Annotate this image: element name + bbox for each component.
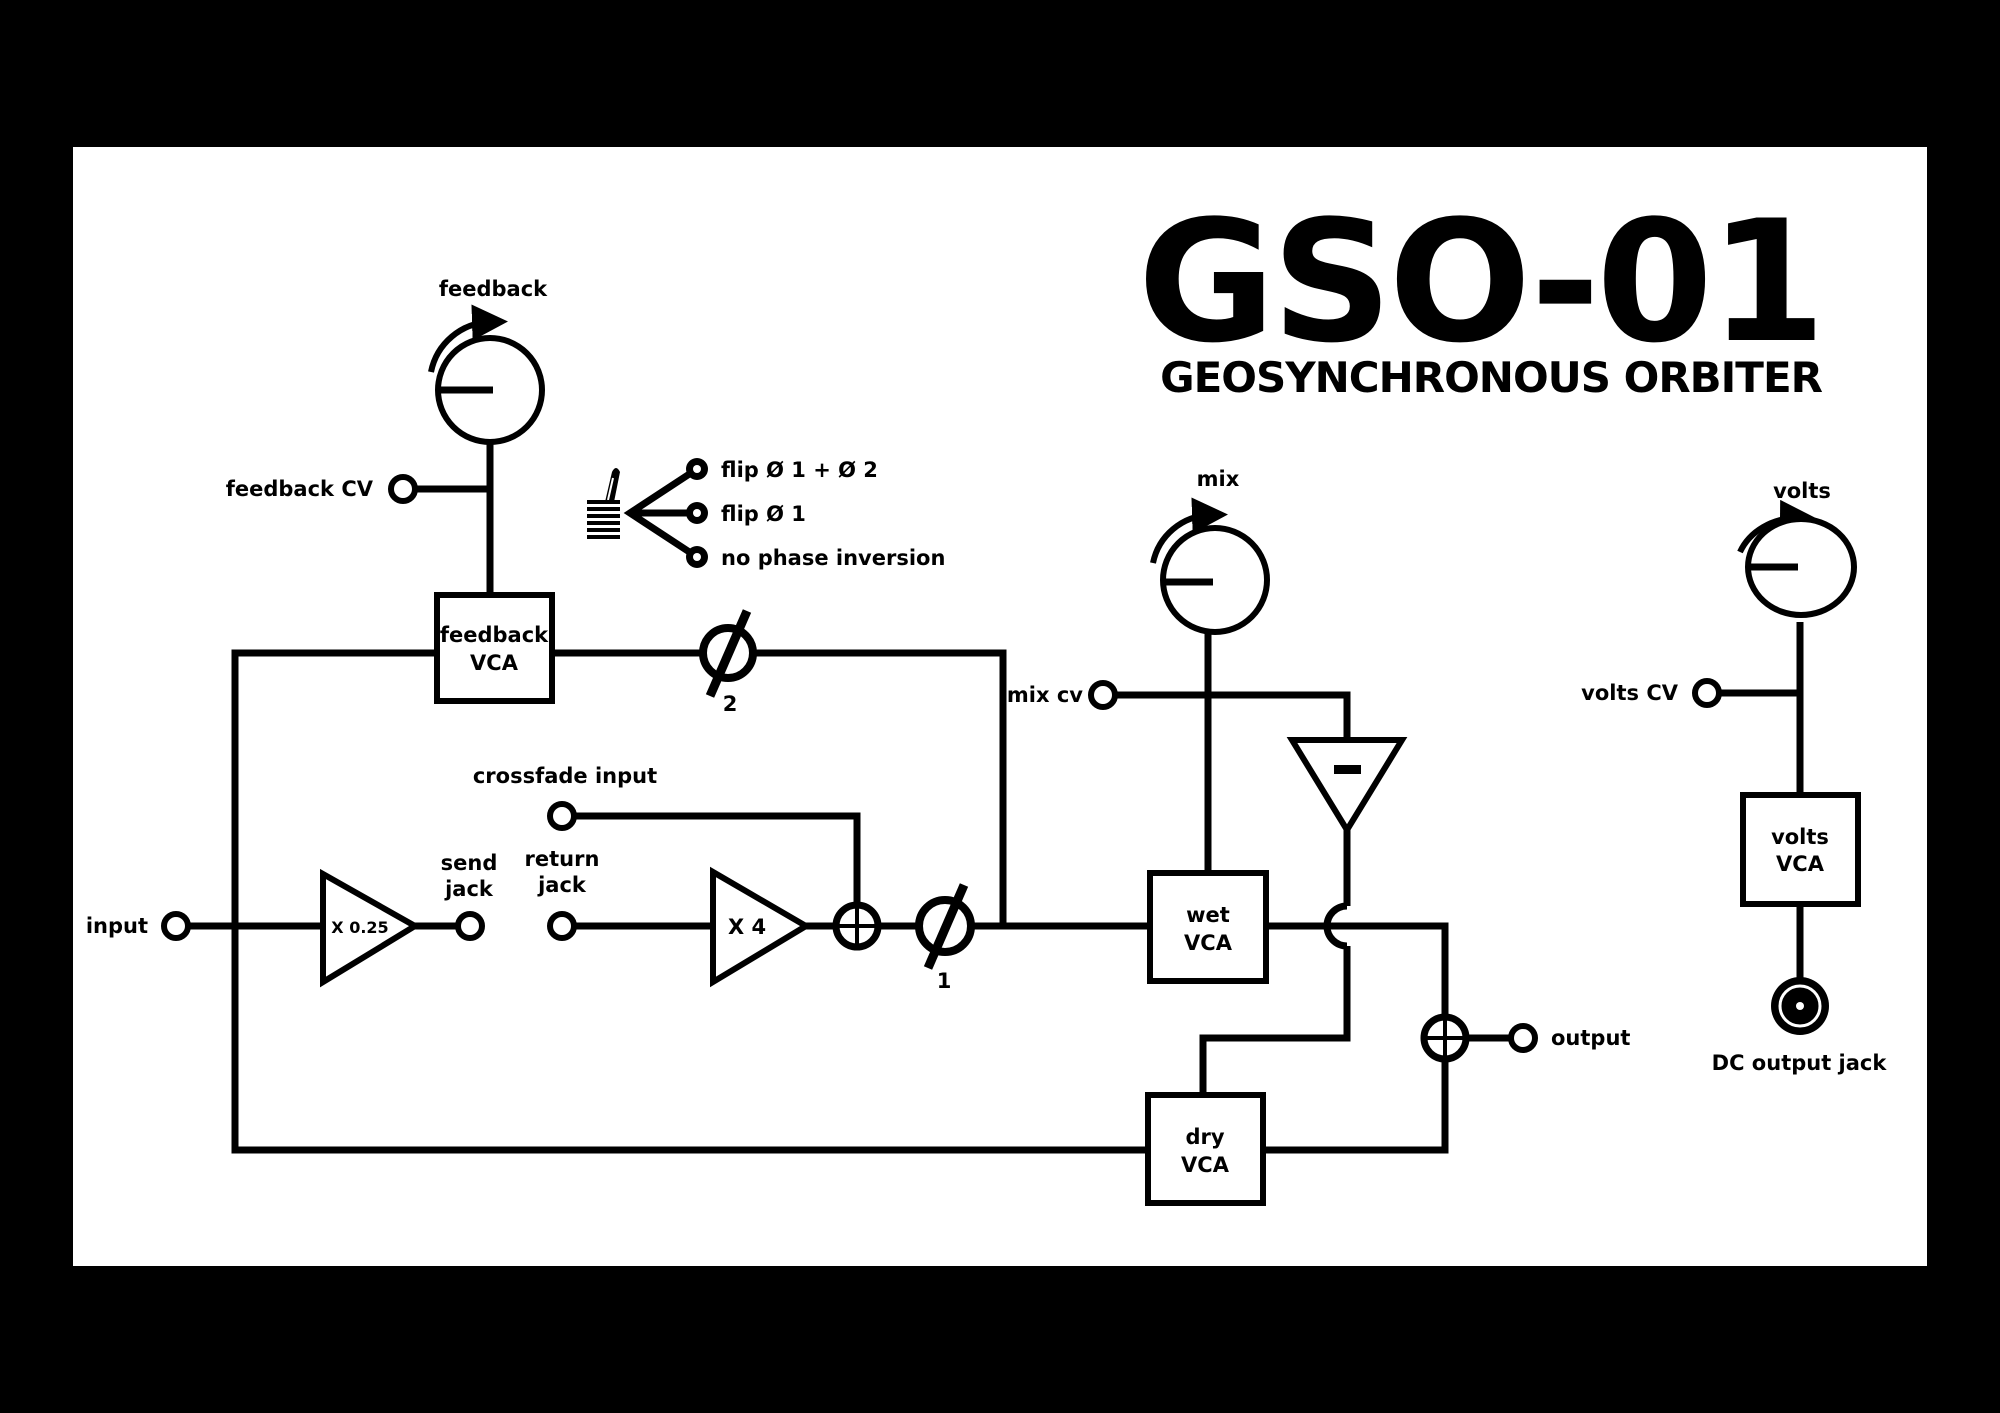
jack-icon[interactable] (161, 911, 191, 941)
input-jack[interactable]: input (86, 911, 191, 941)
send-jack-label: send (441, 851, 498, 875)
phi2-label: 2 (723, 692, 738, 716)
feedback-knob[interactable]: feedback (428, 277, 548, 445)
input-label: input (86, 914, 148, 938)
wet-vca-label: wet (1186, 903, 1230, 927)
switch-option-label: no phase inversion (721, 546, 945, 570)
send-jack-label: jack (444, 877, 494, 901)
return-jack-label: return (525, 847, 600, 871)
switch-option[interactable]: no phase inversion (686, 546, 945, 570)
wet-vca: wet VCA (1147, 870, 1269, 984)
mix-cv-label: mix cv (1007, 683, 1083, 707)
jack-icon[interactable] (388, 474, 418, 504)
phi1-label: 1 (937, 969, 952, 993)
send-jack[interactable]: send jack (441, 851, 498, 941)
crossfade-input-jack[interactable]: crossfade input (473, 764, 657, 831)
wire-dry-path (231, 649, 1148, 1154)
crossfade-input-label: crossfade input (473, 764, 657, 788)
minus-icon (1334, 765, 1361, 774)
switch-option[interactable]: flip Ø 1 (686, 502, 806, 526)
feedback-vca: feedback VCA (434, 592, 555, 704)
rotation-arrow-icon (428, 304, 508, 373)
feedback-vca-label: feedback (440, 623, 549, 647)
return-jack[interactable]: return jack (525, 847, 600, 941)
jack-icon[interactable] (1508, 1023, 1538, 1053)
inverting-amplifier (1286, 737, 1408, 836)
dry-vca: dry VCA (1145, 1092, 1266, 1206)
wet-vca-label: VCA (1184, 931, 1233, 955)
volts-knob[interactable]: volts (1737, 479, 1857, 618)
dry-vca-label: VCA (1181, 1153, 1230, 1177)
volts-knob-label: volts (1773, 479, 1831, 503)
feedback-cv-jack[interactable]: feedback CV (226, 474, 418, 504)
send-gain-label: X 0.25 (331, 918, 388, 937)
wire-wet-out (1266, 922, 1449, 1016)
feedback-cv-label: feedback CV (226, 477, 374, 501)
output-label: output (1551, 1026, 1630, 1050)
toggle-switch-icon[interactable] (587, 468, 620, 539)
output-jack[interactable]: output (1508, 1023, 1630, 1053)
knob-icon[interactable] (1745, 516, 1857, 618)
volts-cv-label: volts CV (1581, 681, 1679, 705)
wire-phi2-to-main (753, 649, 1007, 926)
jack-icon[interactable] (455, 911, 485, 941)
return-jack-label: jack (537, 873, 587, 897)
send-amplifier: X 0.25 (320, 868, 421, 988)
wire-mix-cv (1114, 691, 1351, 740)
phi-slash-icon (923, 883, 969, 970)
volts-vca-label: VCA (1776, 852, 1825, 876)
jack-icon[interactable] (1692, 678, 1722, 708)
output-summing-junction (1420, 1013, 1470, 1063)
jack-icon[interactable] (547, 911, 577, 941)
module-subtitle: GEOSYNCHRONOUS ORBITER (1160, 353, 1823, 402)
feedback-knob-label: feedback (439, 277, 548, 301)
dry-vca-label: dry (1185, 1125, 1224, 1149)
wire-inverter-to-dry (1199, 946, 1351, 1095)
wire-crossfade (573, 812, 861, 904)
rotation-arrow-icon (1150, 497, 1228, 564)
jack-icon[interactable] (1088, 680, 1118, 710)
volts-cv-jack[interactable]: volts CV (1581, 678, 1722, 708)
switch-option-label: flip Ø 1 (721, 502, 806, 526)
volts-vca: volts VCA (1740, 792, 1861, 907)
phase-inverter-1: 1 (915, 883, 975, 993)
jack-icon[interactable] (547, 801, 577, 831)
dc-output-jack[interactable]: DC output jack (1712, 977, 1888, 1075)
wire-dry-out (1263, 1060, 1449, 1154)
mix-knob[interactable]: mix (1150, 467, 1270, 635)
return-amplifier: X 4 (710, 866, 812, 988)
phi-slash-icon (705, 609, 752, 698)
summing-junction (832, 901, 882, 951)
volts-vca-label: volts (1771, 825, 1829, 849)
feedback-vca-label: VCA (470, 651, 519, 675)
return-gain-label: X 4 (728, 915, 766, 939)
mix-cv-jack[interactable]: mix cv (1007, 680, 1118, 710)
phase-switch[interactable]: flip Ø 1 + Ø 2 flip Ø 1 no phase inversi… (587, 458, 945, 570)
mix-knob-label: mix (1197, 467, 1240, 491)
dc-output-label: DC output jack (1712, 1051, 1888, 1075)
switch-option-label: flip Ø 1 + Ø 2 (721, 458, 878, 482)
module-title: GSO-01 (1138, 184, 1822, 380)
phase-inverter-2: 2 (699, 609, 757, 716)
switch-option[interactable]: flip Ø 1 + Ø 2 (686, 458, 878, 482)
